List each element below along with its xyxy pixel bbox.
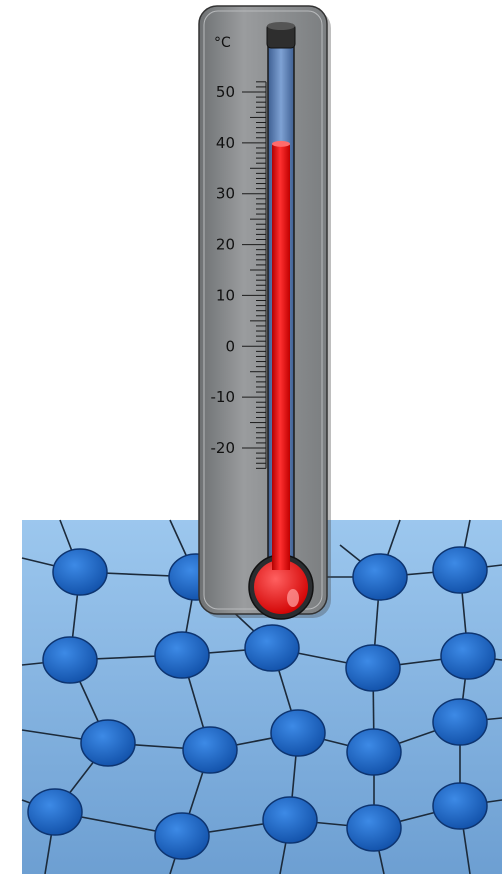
bulb-neck bbox=[272, 540, 290, 570]
network-node bbox=[244, 624, 300, 672]
network-node bbox=[80, 719, 136, 767]
network-node bbox=[42, 636, 98, 684]
network-nodes bbox=[27, 546, 496, 860]
network-node bbox=[440, 632, 496, 680]
network-node bbox=[345, 644, 401, 692]
network-node bbox=[154, 812, 210, 860]
scale-label: -20 bbox=[211, 439, 236, 457]
scale-ticks bbox=[242, 81, 267, 469]
network-node bbox=[432, 782, 488, 830]
network-node bbox=[346, 804, 402, 852]
scale-label: -10 bbox=[211, 388, 236, 406]
thermometer: °C 50 40 30 20 10 0 -10 -20 bbox=[198, 5, 331, 620]
scale-label: 40 bbox=[216, 134, 235, 152]
mercury-column bbox=[272, 142, 290, 565]
network-node bbox=[270, 709, 326, 757]
scale-labels: 50 40 30 20 10 0 -10 -20 bbox=[211, 83, 236, 457]
scale-label: 30 bbox=[216, 185, 235, 203]
scale-label: 20 bbox=[216, 236, 235, 254]
network-node bbox=[182, 726, 238, 774]
network-node bbox=[262, 796, 318, 844]
network-node bbox=[432, 546, 488, 594]
network-node bbox=[346, 728, 402, 776]
network-node bbox=[154, 631, 210, 679]
unit-label: °C bbox=[214, 35, 231, 51]
scale-label: 10 bbox=[216, 286, 235, 304]
scale-label: 0 bbox=[225, 337, 235, 355]
network-node bbox=[432, 698, 488, 746]
network-node bbox=[52, 548, 108, 596]
network-node bbox=[352, 553, 408, 601]
tube-cap-top bbox=[267, 22, 295, 30]
bulb-highlight bbox=[287, 589, 299, 607]
mercury-meniscus bbox=[272, 140, 290, 147]
network-node bbox=[27, 788, 83, 836]
scale-label: 50 bbox=[216, 83, 235, 101]
